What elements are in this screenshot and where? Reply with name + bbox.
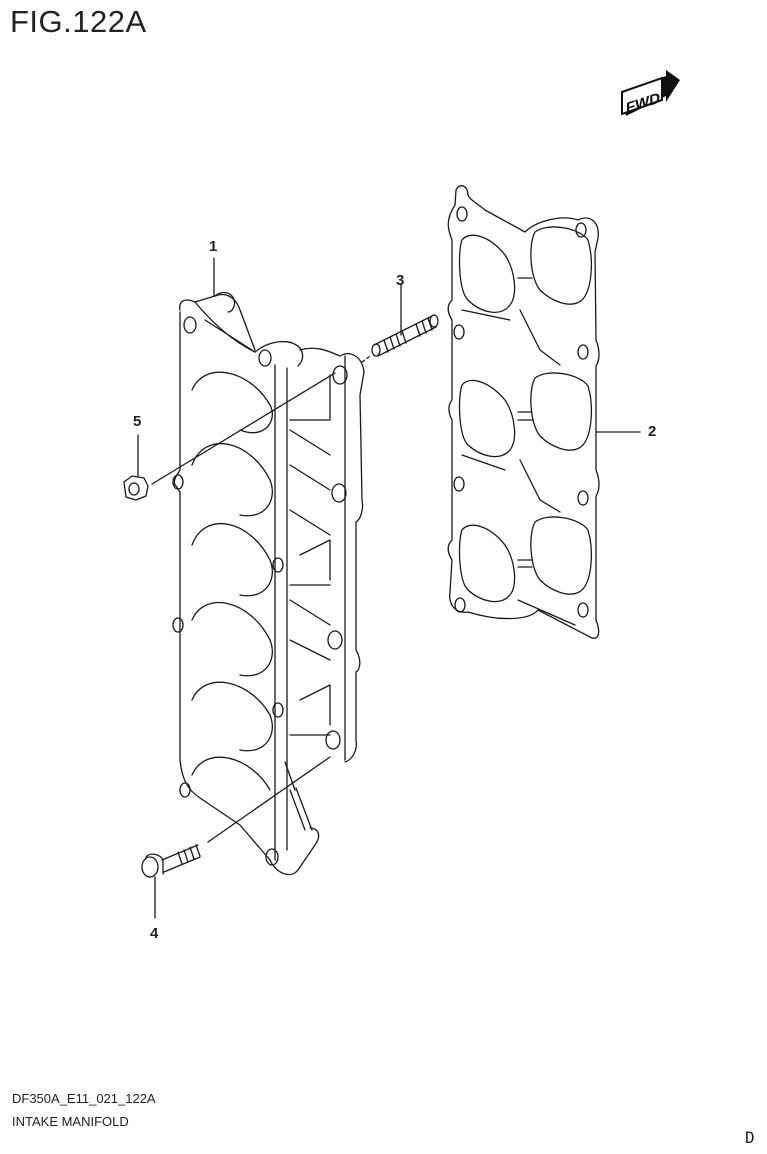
gasket xyxy=(447,185,641,639)
bolt xyxy=(141,756,331,919)
callout-1: 1 xyxy=(209,238,218,255)
stud xyxy=(361,284,439,363)
figure-name: INTAKE MANIFOLD xyxy=(12,1114,129,1129)
fwd-arrow-icon: FWD xyxy=(621,70,680,117)
intake-manifold xyxy=(172,291,365,876)
figure-code: DF350A_E11_021_122A xyxy=(12,1091,156,1106)
callout-5: 5 xyxy=(133,413,142,430)
corner-mark: D xyxy=(745,1128,755,1147)
callout-3: 3 xyxy=(396,272,405,289)
figure-title: FIG.122A xyxy=(10,4,147,39)
nut xyxy=(123,372,336,501)
callout-2: 2 xyxy=(648,423,657,440)
callout-4: 4 xyxy=(150,925,159,942)
